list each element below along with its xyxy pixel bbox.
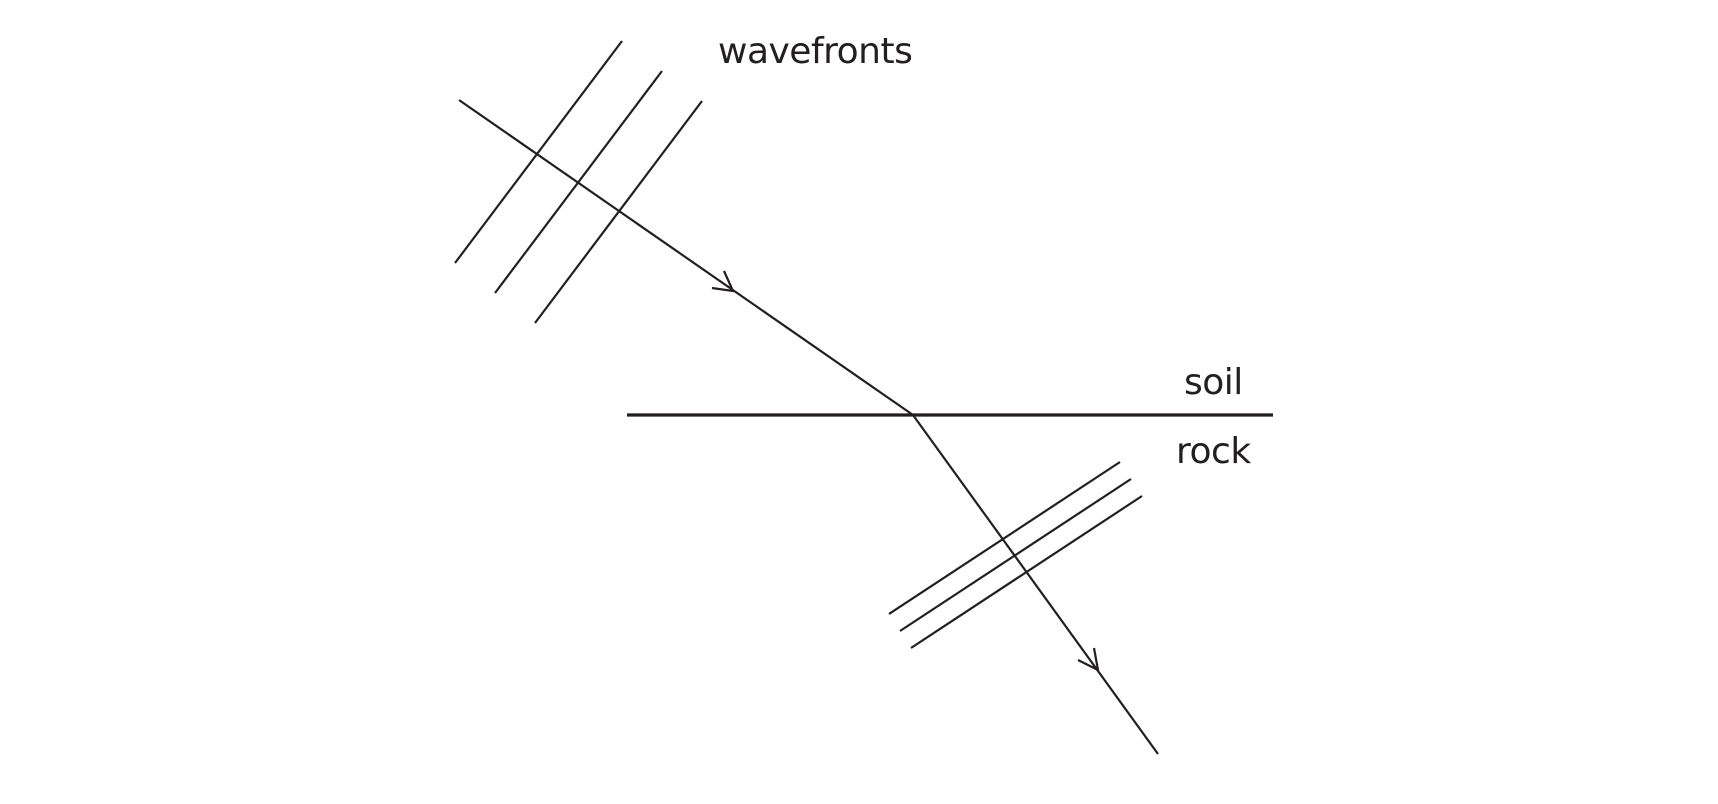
refracted-wavefront [888, 461, 1121, 615]
incident-ray-arrowhead [711, 270, 735, 293]
refracted-ray [912, 414, 1159, 755]
incident-wavefront [454, 40, 623, 264]
refracted-wavefronts [888, 461, 1143, 649]
refracted-ray-arrowhead [1077, 647, 1100, 672]
incident-wavefronts [454, 40, 703, 324]
incident-ray [458, 99, 914, 416]
wavefronts-label: wavefronts [718, 31, 912, 72]
refracted-wavefront [899, 478, 1132, 632]
rock-label: rock [1176, 431, 1251, 472]
incident-wavefront [534, 100, 703, 324]
soil-label: soil [1184, 362, 1243, 403]
incident-wavefront [494, 70, 663, 294]
refracted-wavefront [910, 495, 1143, 649]
